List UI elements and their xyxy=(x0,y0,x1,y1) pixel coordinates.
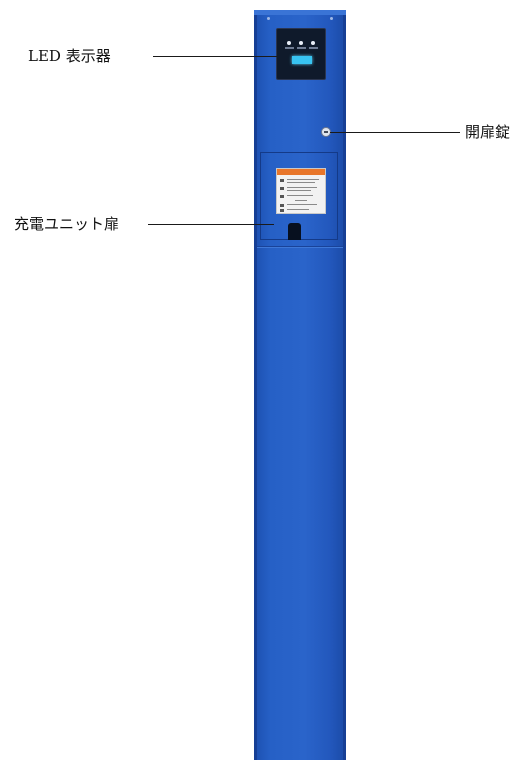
post-edge-left xyxy=(254,10,257,760)
warning-symbol-icon xyxy=(280,204,284,207)
callout-label-unit-door: 充電ユニット扉 xyxy=(14,215,120,233)
key-slot xyxy=(324,131,328,133)
led-screen xyxy=(292,56,312,64)
charging-post xyxy=(254,10,346,760)
warning-label-band xyxy=(277,169,325,175)
callout-label-led-display: LED 表示器 xyxy=(28,47,111,65)
callout-line-unit-door xyxy=(148,224,274,225)
warning-symbol-icon xyxy=(280,187,284,190)
charging-unit-door xyxy=(260,152,338,240)
label-text-line xyxy=(287,190,311,191)
bolt-icon xyxy=(267,17,270,20)
label-text-line xyxy=(295,200,307,201)
label-text-line xyxy=(287,204,317,205)
led-caption-mark xyxy=(297,47,306,49)
warning-symbol-icon xyxy=(280,195,284,198)
led-caption-mark xyxy=(309,47,318,49)
indicator-led-icon xyxy=(311,41,315,45)
indicator-led-icon xyxy=(287,41,291,45)
label-text-line xyxy=(287,182,315,183)
post-edge-right xyxy=(343,10,346,760)
panel-seam xyxy=(257,246,343,247)
callout-label-key-lock: 開扉錠 xyxy=(465,123,511,141)
label-text-line xyxy=(287,209,309,210)
callout-line-led-display xyxy=(153,56,277,57)
bolt-icon xyxy=(330,17,333,20)
warning-symbol-icon xyxy=(280,179,284,182)
led-caption-mark xyxy=(285,47,294,49)
label-text-line xyxy=(287,179,319,180)
warning-symbol-icon xyxy=(280,209,284,212)
label-text-line xyxy=(287,195,313,196)
warning-label xyxy=(276,168,326,214)
label-text-line xyxy=(287,187,317,188)
post-top-cap xyxy=(254,10,346,15)
indicator-led-icon xyxy=(299,41,303,45)
led-display xyxy=(276,28,326,80)
callout-line-key-lock xyxy=(330,132,460,133)
door-handle xyxy=(288,223,301,240)
